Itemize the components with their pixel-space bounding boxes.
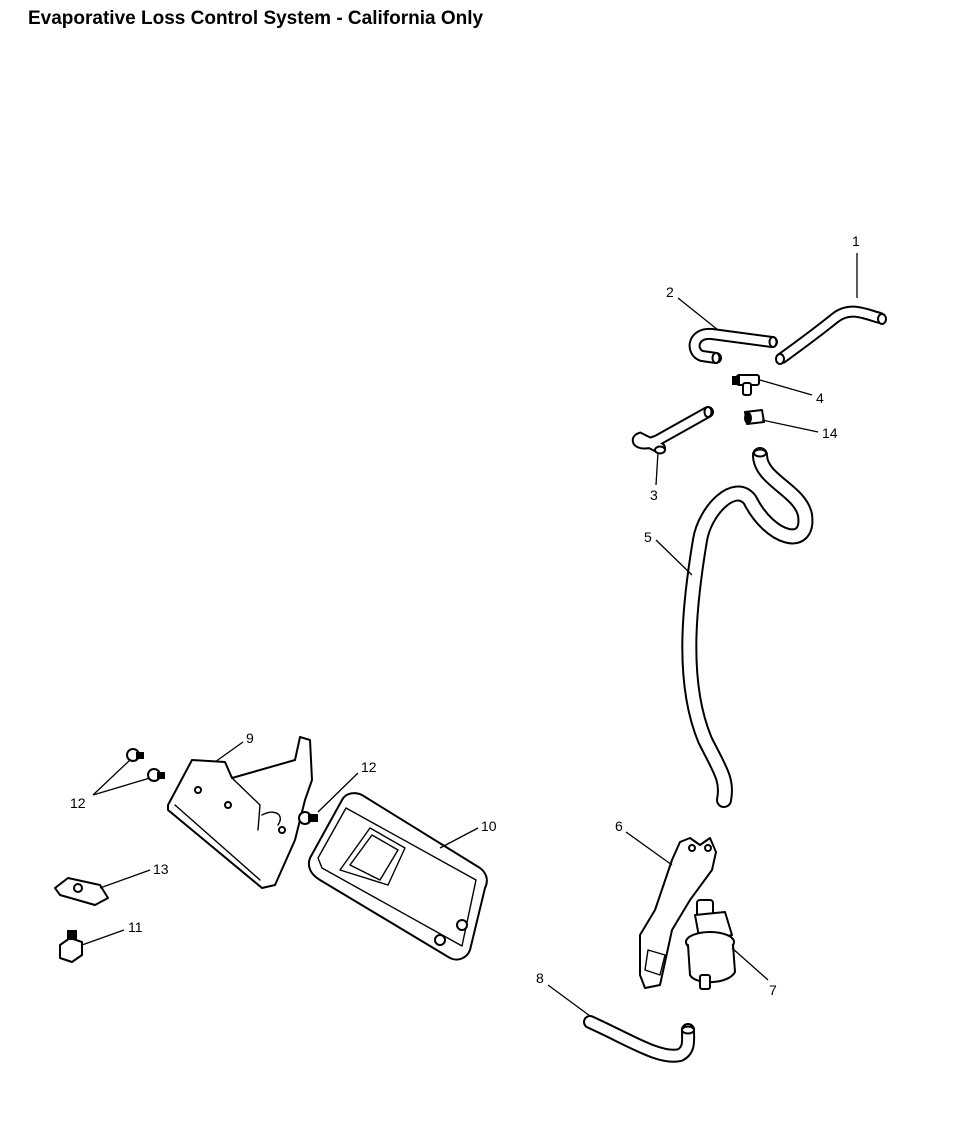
- leader-4: [759, 379, 813, 396]
- callout-3: 3: [650, 487, 658, 503]
- part-8-hose: [583, 1015, 696, 1063]
- part-5-long-hose: [681, 447, 814, 808]
- callout-4: 4: [816, 390, 824, 406]
- callout-12a: 12: [70, 795, 86, 811]
- leader-6: [625, 831, 673, 866]
- leader-12a-1: [92, 759, 131, 796]
- callout-10: 10: [481, 818, 497, 834]
- leader-10: [439, 827, 479, 849]
- leader-12b: [317, 772, 359, 813]
- leader-12a-2: [92, 777, 151, 796]
- part-13-clip: [54, 877, 109, 906]
- leader-11: [81, 929, 125, 946]
- part-9-bracket: [167, 736, 313, 889]
- callout-labels: 1 2 3 4 5 6 7 8 9 10 11 12 12 13 14: [70, 233, 860, 998]
- callout-13: 13: [153, 861, 169, 877]
- callout-7: 7: [769, 982, 777, 998]
- part-1-hose: [775, 305, 887, 365]
- part-12-bolt-right: [298, 811, 318, 825]
- callout-5: 5: [644, 529, 652, 545]
- part-3-elbow-hose: [631, 406, 714, 455]
- leader-2: [677, 297, 719, 331]
- part-2-elbow-hose: [688, 327, 778, 364]
- leader-lines: [81, 253, 858, 1017]
- callout-2: 2: [666, 284, 674, 300]
- callout-12b: 12: [361, 759, 377, 775]
- callout-14: 14: [822, 425, 838, 441]
- part-7-valve: [685, 899, 736, 990]
- leader-5: [655, 539, 693, 576]
- callout-8: 8: [536, 970, 544, 986]
- part-4-tee-fitting: [732, 374, 760, 396]
- callout-9: 9: [246, 730, 254, 746]
- part-12-bolts-left: [126, 748, 165, 782]
- callout-6: 6: [615, 818, 623, 834]
- part-11-bolt: [59, 930, 83, 963]
- leader-14: [761, 419, 819, 433]
- callout-11: 11: [128, 919, 143, 935]
- part-14-cap: [744, 409, 765, 425]
- leader-8: [547, 984, 591, 1017]
- leader-7: [731, 947, 769, 981]
- page-title: Evaporative Loss Control System - Califo…: [28, 8, 484, 29]
- part-10-canister: [307, 792, 488, 961]
- callout-1: 1: [852, 233, 860, 249]
- leader-9: [214, 741, 244, 763]
- part-6-bracket: [639, 837, 717, 989]
- leader-3: [655, 451, 659, 486]
- leader-13: [99, 869, 151, 889]
